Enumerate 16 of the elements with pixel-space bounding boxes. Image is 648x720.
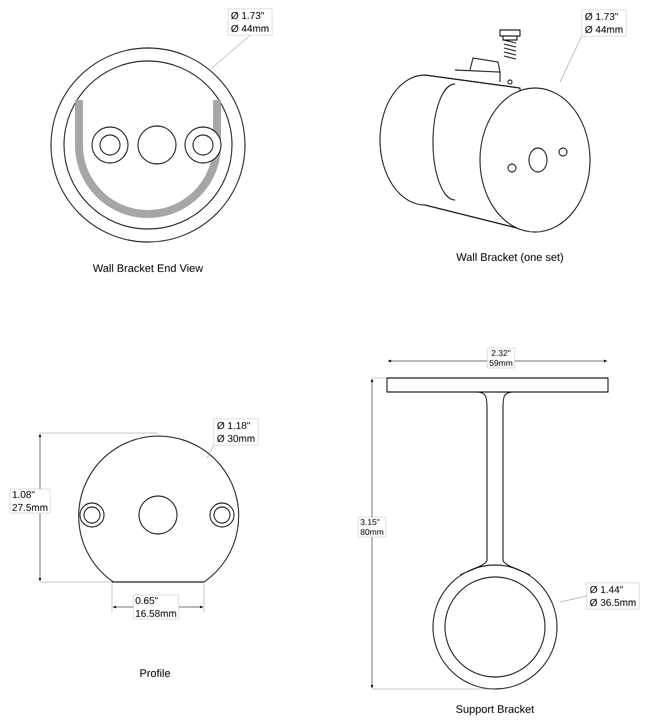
dimension-label: 1.08" 27.5mm: [10, 488, 50, 514]
view-title: Support Bracket: [456, 704, 534, 716]
leader-line: [206, 445, 214, 458]
leader-line: [560, 36, 582, 82]
diameter-callout: Ø 1.18" Ø 30mm: [214, 418, 258, 446]
view-title: Wall Bracket End View: [92, 264, 204, 272]
diameter-callout: Ø 1.44" Ø 36.5mm: [586, 582, 640, 610]
dimension-label: 2.32" 59mm: [487, 348, 515, 368]
leader-line: [212, 35, 250, 68]
view-title: Wall Bracket (one set): [456, 252, 563, 264]
diameter-callout: Ø 1.73" Ø 44mm: [582, 10, 626, 36]
dimension-label: 0.65" 16.58mm: [133, 594, 179, 620]
leader-line: [560, 596, 587, 602]
view-title: Profile: [140, 668, 170, 678]
dimension-label: 3.15" 80mm: [358, 516, 386, 538]
diameter-callout: Ø 1.73" Ø 44mm: [228, 8, 272, 36]
